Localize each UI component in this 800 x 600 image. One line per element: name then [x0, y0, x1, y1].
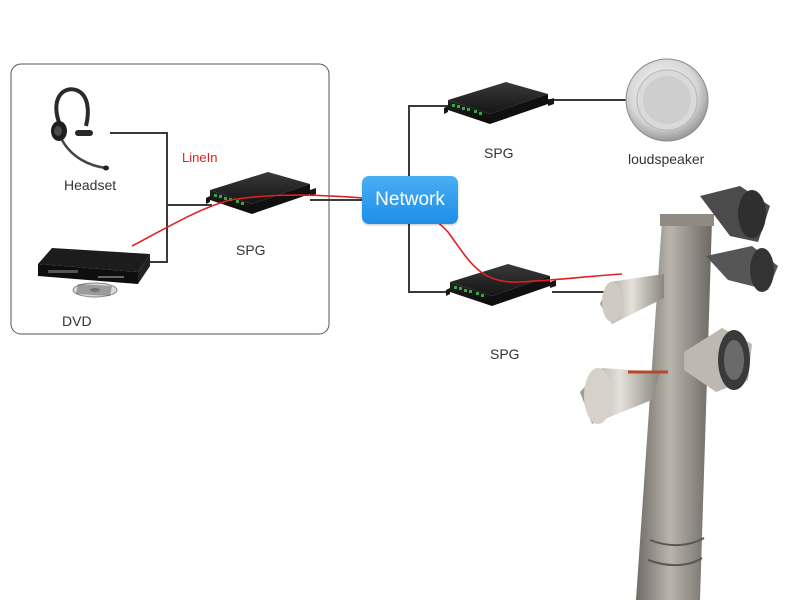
spg-bottom-label: SPG [490, 346, 520, 362]
network-top-branch [408, 105, 448, 176]
spg-top-label: SPG [484, 145, 514, 161]
spg-source-label: SPG [236, 242, 266, 258]
headset-icon [51, 87, 109, 171]
spg-device-top [444, 82, 554, 124]
horn-speaker-pole-icon [580, 186, 778, 600]
headset-connector [110, 132, 168, 263]
spg-device-source [206, 172, 316, 214]
dvd-label: DVD [62, 313, 92, 329]
headset-label: Headset [64, 177, 117, 193]
spg-device-bottom [446, 264, 556, 306]
loudspeaker-icon [625, 58, 709, 142]
network-label: Network [375, 189, 445, 210]
network-node: Network [362, 176, 458, 224]
loudspeaker-label: loudspeaker [628, 151, 705, 167]
connector-lines [110, 99, 626, 293]
dvd-player-icon [38, 248, 150, 298]
network-branch-line [408, 224, 450, 293]
linein-label: LineIn [182, 150, 218, 165]
